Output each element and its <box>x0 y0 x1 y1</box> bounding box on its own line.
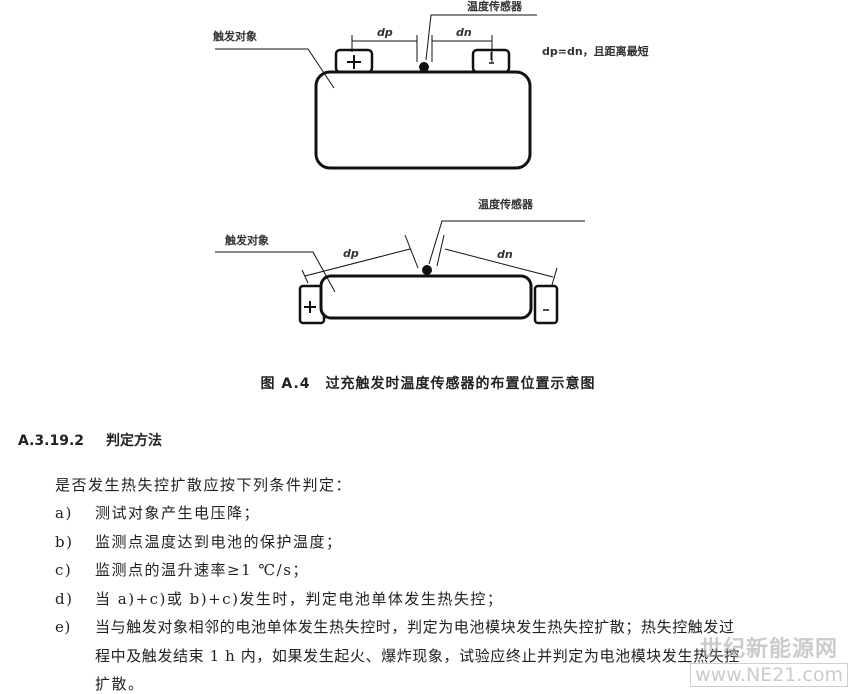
figure-caption: 图 A.4 过充触发时温度传感器的布置位置示意图 <box>260 376 596 392</box>
intro-text: 是否发生热失控扩散应按下列条件判定： <box>55 476 353 494</box>
dim-p-top: dp <box>377 26 393 39</box>
list-item: b) 监测点温度达到电池的保护温度； <box>55 531 343 552</box>
item-text: 测试对象产生电压降； <box>95 504 261 522</box>
item-text: 当 a)+c)或 b)+c)发生时，判定电池单体发生热失控； <box>95 590 504 608</box>
item-text: 当与触发对象相邻的电池单体发生热失控时，判定为电池模块发生热失控扩散；热失控触发… <box>95 618 735 636</box>
item-marker: b) <box>55 533 74 551</box>
dim-n-top: dn <box>456 26 472 39</box>
list-item: c) 监测点的温升速率≥1 ℃/s； <box>55 559 309 580</box>
dim-n-bottom: dn <box>497 248 513 261</box>
list-item: a) 测试对象产生电压降； <box>55 502 260 523</box>
item-text: 监测点的温升速率≥1 ℃/s； <box>95 561 309 579</box>
list-item: e) 当与触发对象相邻的电池单体发生热失控时，判定为电池模块发生热失控扩散；热失控… <box>55 616 735 637</box>
item-marker: d) <box>55 590 74 608</box>
top-diagram <box>215 14 537 170</box>
item-marker: e) <box>55 618 71 636</box>
section-number: A.3.19.2 <box>18 433 85 449</box>
figure-a4-diagrams: 触发对象 温度传感器 dp dn dp=dn，且距离最短 触发对象 温度传感器 … <box>212 0 649 325</box>
watermark-url: www.NE21.com <box>690 663 848 687</box>
item-text-continued: 程中及触发结束 1 h 内，如果发生起火、爆炸现象，试验应终止并判定为电池模块发… <box>95 647 740 665</box>
list-item: d) 当 a)+c)或 b)+c)发生时，判定电池单体发生热失控； <box>55 588 503 609</box>
item-text: 监测点温度达到电池的保护温度； <box>95 533 343 551</box>
bottom-diagram <box>215 220 585 325</box>
watermark: 世纪新能源网 www.NE21.com <box>690 631 848 687</box>
sensor-label-top: 温度传感器 <box>467 0 523 13</box>
dim-p-bottom: dp <box>343 247 359 260</box>
watermark-cn: 世纪新能源网 <box>700 637 839 662</box>
section-heading: A.3.19.2 判定方法 <box>18 430 184 450</box>
trigger-label-top: 触发对象 <box>212 29 257 43</box>
section-title: 判定方法 <box>106 433 163 449</box>
item-text-continued: 扩散。 <box>95 675 145 693</box>
distance-note: dp=dn，且距离最短 <box>542 44 649 58</box>
sensor-label-bottom: 温度传感器 <box>478 197 534 211</box>
item-marker: a) <box>55 504 73 522</box>
item-marker: c) <box>55 561 73 579</box>
trigger-label-bottom: 触发对象 <box>224 233 269 247</box>
